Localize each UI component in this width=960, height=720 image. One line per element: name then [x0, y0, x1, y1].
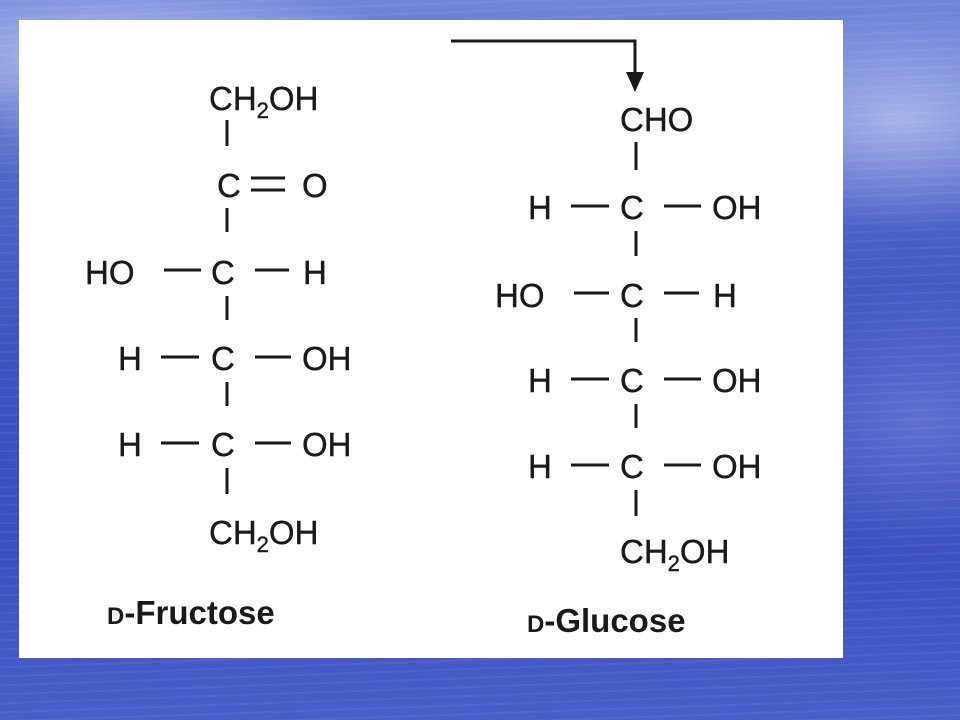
fructose-row5-right: OH — [302, 426, 352, 463]
glucose-row4-right: OH — [712, 362, 762, 399]
glucose-row5-c: C — [620, 448, 644, 485]
arrow-head-icon — [626, 72, 644, 92]
glucose-row4-left: H — [528, 362, 552, 399]
glucose-caption: D-Glucose — [527, 602, 686, 639]
glucose-structure: CHO H C OH HO C H H C OH H — [495, 101, 762, 639]
fructose-bottom-ch2oh: CH2OH — [209, 514, 318, 557]
fructose-row3-left: HO — [85, 254, 135, 291]
fischer-projections: CH2OH C O HO C H H C OH H — [85, 39, 762, 639]
glucose-top-cho: CHO — [620, 101, 693, 138]
glucose-row3-right: H — [713, 277, 737, 314]
fructose-carbonyl-o: O — [302, 167, 328, 204]
glucose-row2-left: H — [528, 189, 552, 226]
fructose-row4-right: OH — [302, 340, 352, 377]
glucose-row2-c: C — [620, 189, 644, 226]
fructose-carbonyl-c: C — [217, 167, 241, 204]
fructose-row4-left: H — [118, 340, 142, 377]
fructose-structure: CH2OH C O HO C H H C OH H — [85, 80, 352, 631]
figure-panel: CH2OH C O HO C H H C OH H — [19, 20, 843, 658]
glucose-row3-c: C — [620, 277, 644, 314]
fructose-row4-c: C — [211, 340, 235, 377]
fructose-row3-right: H — [303, 254, 327, 291]
glucose-row4-c: C — [620, 362, 644, 399]
glucose-row3-left: HO — [495, 277, 545, 314]
conversion-arrow — [451, 39, 644, 92]
glucose-row2-right: OH — [712, 189, 762, 226]
arrow-line — [451, 39, 637, 76]
fructose-top-ch2oh: CH2OH — [209, 80, 318, 123]
glucose-row5-right: OH — [712, 448, 762, 485]
fructose-row3-c: C — [211, 254, 235, 291]
fructose-caption: D-Fructose — [107, 594, 275, 631]
glucose-row5-left: H — [528, 448, 552, 485]
fructose-row5-left: H — [118, 426, 142, 463]
fructose-row5-c: C — [211, 426, 235, 463]
glucose-bottom-ch2oh: CH2OH — [620, 533, 729, 576]
